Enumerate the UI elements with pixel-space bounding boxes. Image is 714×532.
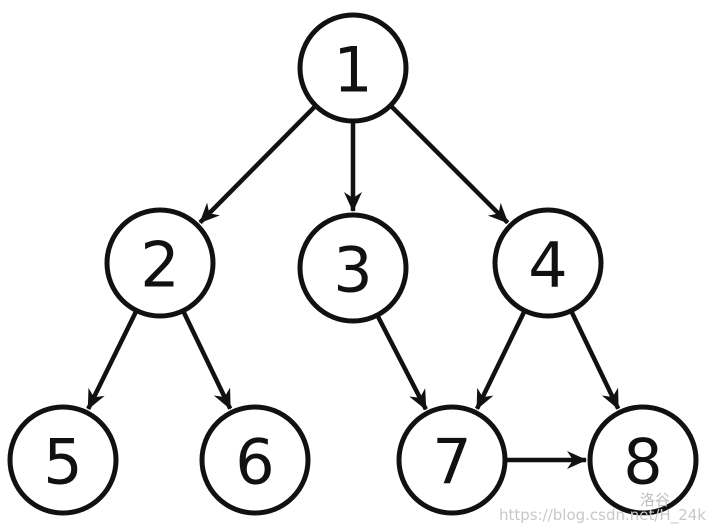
node-circle-6 [199,404,311,516]
edge-1-to-2 [198,104,317,225]
node-circle-3 [297,212,409,324]
node-circle-7 [396,404,508,516]
edge-2-to-5 [86,310,139,410]
node-label-5: 5 [43,426,82,499]
node-5: 5 [7,404,119,516]
edges-layer [86,104,621,469]
node-2: 2 [104,207,216,319]
node-label-2: 2 [140,229,179,302]
node-3: 3 [297,212,409,324]
node-circle-4 [492,207,604,319]
node-label-8: 8 [623,426,662,499]
node-label-6: 6 [235,426,274,499]
nodes-layer: 1 2 3 4 5 6 7 8 [7,12,699,516]
node-1: 1 [297,12,409,124]
edge-4-to-8 [569,310,621,410]
node-label-3: 3 [333,234,372,307]
watermark-url: https://blog.csdn.net/H_24k [498,506,706,525]
node-circle-1 [297,12,409,124]
node-circle-5 [7,404,119,516]
node-circle-2 [104,207,216,319]
node-label-7: 7 [432,426,471,499]
node-8: 8 [587,404,699,516]
watermark: 洛谷 https://blog.csdn.net/H_24k [498,490,706,525]
node-circle-8 [587,404,699,516]
watermark-logo: 洛谷 [639,490,670,509]
edge-1-to-4 [389,104,510,225]
edge-2-to-6 [181,310,233,410]
edge-4-to-7 [474,310,527,410]
node-label-1: 1 [333,34,372,107]
edge-3-to-7 [375,314,428,411]
node-7: 7 [396,404,508,516]
node-4: 4 [492,207,604,319]
node-label-4: 4 [528,229,567,302]
node-6: 6 [199,404,311,516]
